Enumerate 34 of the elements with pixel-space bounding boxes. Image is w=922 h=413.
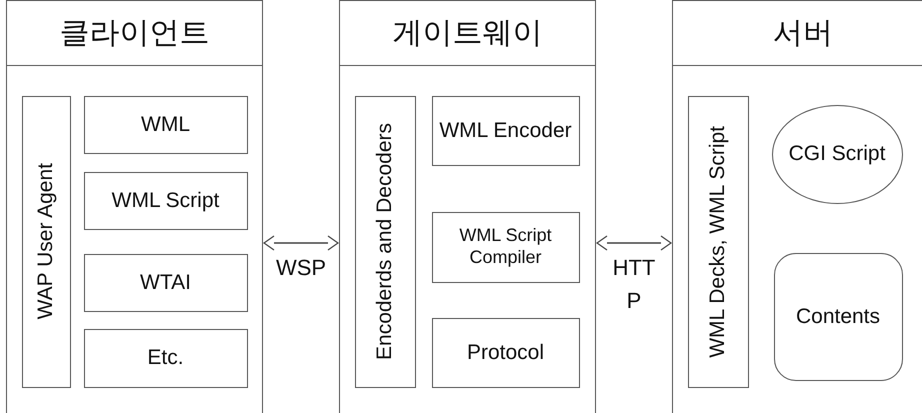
node-label: WTAI xyxy=(140,270,191,296)
node-label: WML xyxy=(141,112,190,138)
node-label: CGI Script xyxy=(788,141,886,167)
column-title: 클라이언트 xyxy=(60,16,210,52)
component-box xyxy=(432,318,580,388)
component-box xyxy=(84,328,248,388)
component-box xyxy=(84,96,248,154)
double-arrow xyxy=(263,235,339,251)
column-title: 게이트웨이 xyxy=(392,16,542,52)
component-box xyxy=(432,96,580,166)
node-label: WML Encoder xyxy=(439,118,572,144)
node-label: WML Script Compiler xyxy=(458,225,553,269)
node-label: Protocol xyxy=(466,340,544,366)
node-label: WML Script xyxy=(112,188,220,214)
column-panel xyxy=(339,0,596,413)
vertical-box xyxy=(688,96,748,388)
vertical-box xyxy=(354,96,416,388)
edge-label: WSP xyxy=(274,254,328,282)
ellipse-node xyxy=(772,104,902,204)
node-label: Etc. xyxy=(147,345,184,371)
component-box xyxy=(432,212,580,282)
component-box xyxy=(84,172,248,230)
column-title: 서버 xyxy=(773,16,833,52)
node-label: WAP User Agent xyxy=(33,163,58,320)
component-box xyxy=(84,254,248,312)
node-label: WML Decks, WML Script xyxy=(705,126,730,358)
node-label: Encoderds and Decoders xyxy=(372,123,398,360)
rounded-box xyxy=(774,252,902,380)
double-arrow xyxy=(596,235,672,251)
node-label: Contents xyxy=(796,304,880,330)
column-panel xyxy=(6,0,263,413)
column-panel xyxy=(672,0,922,413)
vertical-box xyxy=(22,96,70,388)
edge-label: HTTP xyxy=(612,254,656,315)
